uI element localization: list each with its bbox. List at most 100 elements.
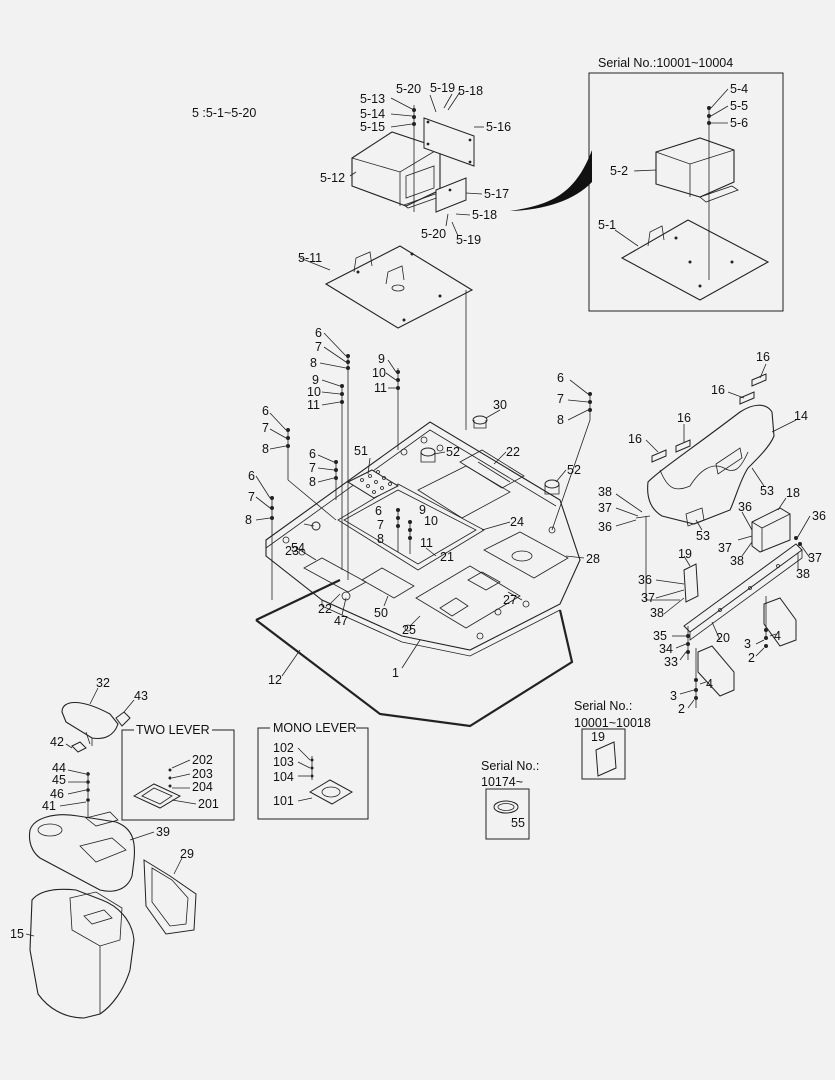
serial-inset-bracket: Serial No.: 10001~10018 19 bbox=[574, 699, 651, 780]
part-42 bbox=[71, 741, 87, 753]
callout-6: 6 bbox=[262, 404, 269, 418]
serial-bracket-label-1: Serial No.: bbox=[574, 699, 632, 713]
callout-9: 9 bbox=[419, 503, 426, 517]
callout-50: 50 bbox=[374, 606, 388, 620]
callout-41: 41 bbox=[42, 799, 56, 813]
callout-8: 8 bbox=[557, 413, 564, 427]
callout-5-2: 5-2 bbox=[610, 164, 628, 178]
callout-54: 54 bbox=[291, 541, 305, 555]
callout-5-17: 5-17 bbox=[484, 187, 509, 201]
callout-5-4: 5-4 bbox=[730, 82, 748, 96]
callout-9: 9 bbox=[378, 352, 385, 366]
serial-top-label: Serial No.:10001~10004 bbox=[598, 56, 733, 70]
part-32-armrest bbox=[61, 702, 119, 746]
callout-35: 35 bbox=[653, 629, 667, 643]
callout-37: 37 bbox=[808, 551, 822, 565]
callout-38: 38 bbox=[598, 485, 612, 499]
serial-bracket-label-2: 10001~10018 bbox=[574, 716, 651, 730]
callout-21: 21 bbox=[440, 550, 454, 564]
callout-55: 55 bbox=[511, 816, 525, 830]
callout-5-12: 5-12 bbox=[320, 171, 345, 185]
callout-12: 12 bbox=[268, 673, 282, 687]
callout-16: 16 bbox=[711, 383, 725, 397]
callout-53: 53 bbox=[696, 529, 710, 543]
callout-4: 4 bbox=[706, 677, 713, 691]
callout-52: 52 bbox=[446, 445, 460, 459]
callout-46: 46 bbox=[50, 787, 64, 801]
two-lever-label: TWO LEVER bbox=[136, 723, 210, 737]
callout-2: 2 bbox=[678, 702, 685, 716]
callout-203: 203 bbox=[192, 767, 213, 781]
callout-5-13: 5-13 bbox=[360, 92, 385, 106]
range-note: 5 :5-1~5-20 bbox=[192, 106, 256, 120]
callout-33: 33 bbox=[664, 655, 678, 669]
callout-45: 45 bbox=[52, 773, 66, 787]
two-lever-inset: TWO LEVER 202 203 204 201 bbox=[121, 723, 235, 821]
callout-3: 3 bbox=[670, 689, 677, 703]
callout-10: 10 bbox=[307, 385, 321, 399]
callout-5-18-top: 5-18 bbox=[458, 84, 483, 98]
callout-28: 28 bbox=[586, 552, 600, 566]
callout-4: 4 bbox=[774, 629, 781, 643]
callout-7: 7 bbox=[315, 340, 322, 354]
callout-22: 22 bbox=[318, 602, 332, 616]
callout-101: 101 bbox=[273, 794, 294, 808]
callout-16: 16 bbox=[677, 411, 691, 425]
part-15-console-body bbox=[29, 888, 135, 1019]
part-51-pad bbox=[346, 469, 400, 499]
callout-10: 10 bbox=[424, 514, 438, 528]
callout-8: 8 bbox=[377, 532, 384, 546]
callout-6: 6 bbox=[375, 504, 382, 518]
callout-104: 104 bbox=[273, 770, 294, 784]
callout-11: 11 bbox=[420, 536, 433, 550]
callout-202: 202 bbox=[192, 753, 213, 767]
callout-5-14: 5-14 bbox=[360, 107, 385, 121]
callout-8: 8 bbox=[262, 442, 269, 456]
callout-8: 8 bbox=[309, 475, 316, 489]
callout-7: 7 bbox=[262, 421, 269, 435]
callout-19: 19 bbox=[678, 547, 692, 561]
callout-16: 16 bbox=[756, 350, 770, 364]
part-29-plate bbox=[143, 859, 197, 935]
callout-204: 204 bbox=[192, 780, 213, 794]
callout-8: 8 bbox=[310, 356, 317, 370]
callout-7: 7 bbox=[377, 518, 384, 532]
serial-inset-top: Serial No.:10001~10004 5-4 5-5 5-6 5-2 5… bbox=[588, 56, 784, 312]
callout-52: 52 bbox=[567, 463, 581, 477]
callout-11: 11 bbox=[374, 381, 387, 395]
callout-14: 14 bbox=[794, 409, 808, 423]
inset-pointer bbox=[510, 150, 592, 211]
callout-18: 18 bbox=[786, 486, 800, 500]
callout-53: 53 bbox=[760, 484, 774, 498]
callout-47: 47 bbox=[334, 614, 348, 628]
callout-5-20-bottom: 5-20 bbox=[421, 227, 446, 241]
callout-9: 9 bbox=[312, 373, 319, 387]
lower-bracket-left bbox=[697, 645, 735, 697]
callout-7: 7 bbox=[557, 392, 564, 406]
callout-6: 6 bbox=[248, 469, 255, 483]
callout-102: 102 bbox=[273, 741, 294, 755]
part-12-seal bbox=[255, 579, 574, 728]
callout-37: 37 bbox=[598, 501, 612, 515]
callout-30: 30 bbox=[493, 398, 507, 412]
part-5-16-cover bbox=[423, 117, 475, 167]
callout-10: 10 bbox=[372, 366, 386, 380]
mono-lever-label: MONO LEVER bbox=[273, 721, 356, 735]
callout-3: 3 bbox=[744, 637, 751, 651]
floor-callouts: 6 7 8 9 10 11 9 10 11 6 7 8 6 7 8 6 7 8 … bbox=[245, 326, 600, 687]
callout-36: 36 bbox=[638, 573, 652, 587]
callout-6: 6 bbox=[309, 447, 316, 461]
callout-34: 34 bbox=[659, 642, 673, 656]
serial-inset-frame bbox=[588, 72, 784, 312]
part-19-bracket bbox=[683, 563, 699, 603]
callout-32: 32 bbox=[96, 676, 110, 690]
callout-36: 36 bbox=[812, 509, 826, 523]
part-1-floor-plate bbox=[265, 421, 581, 657]
callout-19: 19 bbox=[591, 730, 605, 744]
callout-36: 36 bbox=[598, 520, 612, 534]
callout-8: 8 bbox=[245, 513, 252, 527]
callout-29: 29 bbox=[180, 847, 194, 861]
callout-5-19-bottom: 5-19 bbox=[456, 233, 481, 247]
